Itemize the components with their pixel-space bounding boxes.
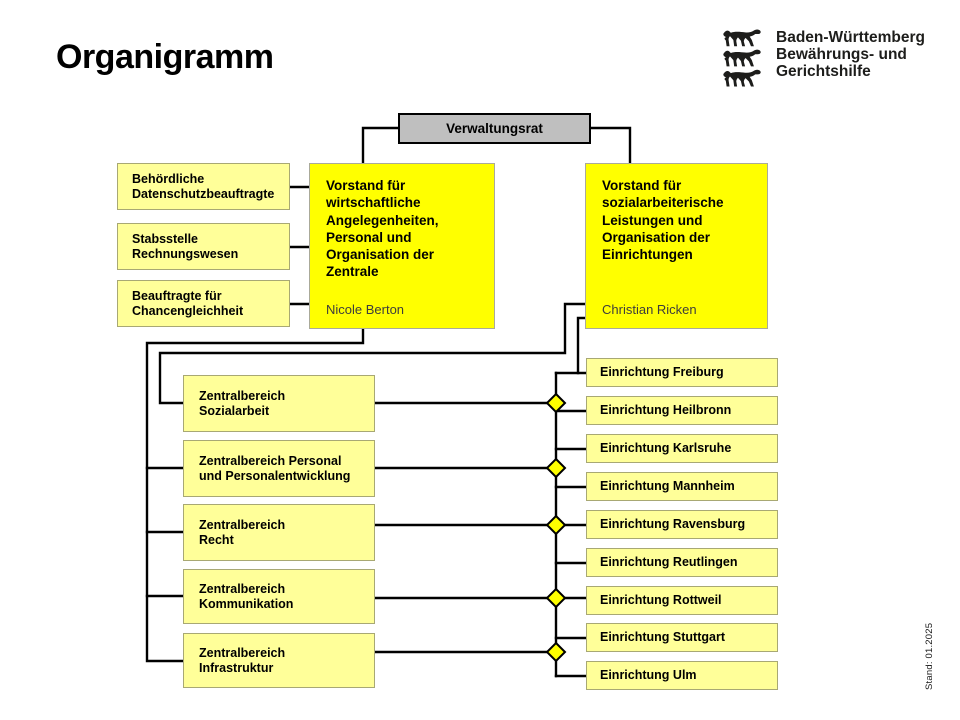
council-label: Verwaltungsrat bbox=[446, 121, 543, 136]
staff-label: Behördliche Datenschutzbeauftragte bbox=[132, 171, 275, 201]
board-box-economic: Vorstand für wirtschaftliche Angelegenhe… bbox=[309, 163, 495, 329]
facility-label: Einrichtung Stuttgart bbox=[600, 630, 725, 644]
facility-label: Einrichtung Rottweil bbox=[600, 593, 722, 607]
connector-line bbox=[145, 327, 365, 663]
connector-line bbox=[158, 302, 587, 405]
central-box-personal: Zentralbereich Personal und Personalentw… bbox=[183, 440, 375, 497]
facility-label: Einrichtung Freiburg bbox=[600, 365, 724, 379]
logo-wordmark: Baden-Württemberg Bewährungs- und Gerich… bbox=[776, 29, 925, 80]
junction-diamond-icon bbox=[545, 392, 567, 414]
connector-line bbox=[576, 316, 587, 375]
facility-box-freiburg: Einrichtung Freiburg bbox=[586, 358, 778, 387]
facility-box-rottweil: Einrichtung Rottweil bbox=[586, 586, 778, 615]
bw-three-lions-icon bbox=[723, 29, 761, 87]
stand-note: Stand: 01.2025 bbox=[924, 622, 935, 690]
facility-box-reutlingen: Einrichtung Reutlingen bbox=[586, 548, 778, 577]
facility-label: Einrichtung Heilbronn bbox=[600, 403, 732, 417]
junction-diamond-icon bbox=[545, 457, 567, 479]
central-box-kommunikation: Zentralbereich Kommunikation bbox=[183, 569, 375, 624]
facility-label: Einrichtung Ulm bbox=[600, 668, 697, 682]
central-label: Zentralbereich Personal und Personalentw… bbox=[199, 453, 351, 483]
central-box-recht: Zentralbereich Recht bbox=[183, 504, 375, 561]
facility-label: Einrichtung Ravensburg bbox=[600, 517, 746, 531]
central-label: Zentralbereich Sozialarbeit bbox=[199, 388, 286, 418]
facility-box-karlsruhe: Einrichtung Karlsruhe bbox=[586, 434, 778, 463]
board-social-title: Vorstand für sozialarbeiterische Leistun… bbox=[602, 178, 724, 263]
page-title: Organigramm bbox=[56, 38, 274, 76]
facility-label: Einrichtung Reutlingen bbox=[600, 555, 738, 569]
junction-diamond-icon bbox=[545, 641, 567, 663]
central-label: Zentralbereich Kommunikation bbox=[199, 581, 294, 611]
junction-diamond-icon bbox=[545, 587, 567, 609]
central-label: Zentralbereich Infrastruktur bbox=[199, 645, 286, 675]
facility-box-stuttgart: Einrichtung Stuttgart bbox=[586, 623, 778, 652]
facility-box-heilbronn: Einrichtung Heilbronn bbox=[586, 396, 778, 425]
board-economic-name: Nicole Berton bbox=[326, 302, 405, 317]
board-economic-title: Vorstand für wirtschaftliche Angelegenhe… bbox=[326, 178, 439, 280]
central-label: Zentralbereich Recht bbox=[199, 517, 286, 547]
staff-box-rechnungswesen: Stabsstelle Rechnungswesen bbox=[117, 223, 290, 270]
staff-label: Beauftragte für Chancengleichheit bbox=[132, 288, 244, 318]
facility-label: Einrichtung Mannheim bbox=[600, 479, 735, 493]
facility-box-ravensburg: Einrichtung Ravensburg bbox=[586, 510, 778, 539]
facility-box-ulm: Einrichtung Ulm bbox=[586, 661, 778, 690]
staff-box-datenschutz: Behördliche Datenschutzbeauftragte bbox=[117, 163, 290, 210]
facility-label: Einrichtung Karlsruhe bbox=[600, 441, 732, 455]
staff-label: Stabsstelle Rechnungswesen bbox=[132, 231, 239, 261]
staff-box-chancengleichheit: Beauftragte für Chancengleichheit bbox=[117, 280, 290, 327]
connector-line bbox=[589, 126, 632, 165]
connector-line bbox=[361, 126, 400, 165]
council-box: Verwaltungsrat bbox=[398, 113, 591, 144]
board-box-social: Vorstand für sozialarbeiterische Leistun… bbox=[585, 163, 768, 329]
central-box-infrastruktur: Zentralbereich Infrastruktur bbox=[183, 633, 375, 688]
junction-diamond-icon bbox=[545, 514, 567, 536]
board-social-name: Christian Ricken bbox=[602, 302, 697, 317]
facility-box-mannheim: Einrichtung Mannheim bbox=[586, 472, 778, 501]
central-box-sozialarbeit: Zentralbereich Sozialarbeit bbox=[183, 375, 375, 432]
